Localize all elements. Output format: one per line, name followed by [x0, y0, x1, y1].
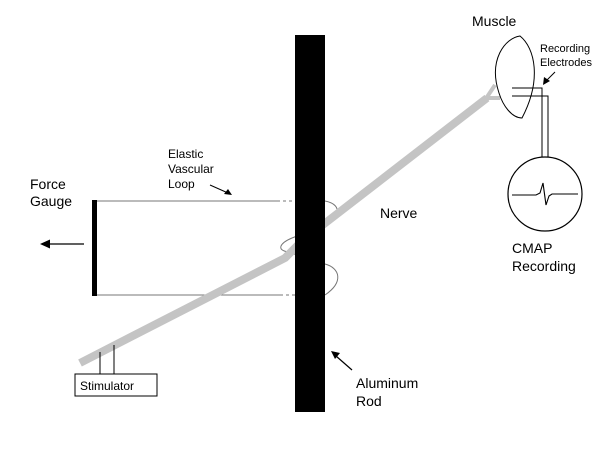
aluminum-rod-label-line2: Rod: [356, 393, 382, 409]
loop-wrap-lower: [324, 263, 339, 296]
aluminum-rod-pointer-head: [331, 351, 340, 359]
nerve-branch-upper: [483, 83, 497, 102]
aluminum-rod-label-line1: Aluminum: [356, 375, 418, 391]
recording-electrodes-pointer-head: [543, 77, 550, 85]
aluminum-rod-pointer: [335, 355, 353, 371]
cmap-trace: [512, 182, 578, 206]
elastic-loop-label-line3: Loop: [168, 177, 195, 191]
recording-electrodes-label-line2: Electrodes: [540, 57, 592, 69]
elastic-loop-pointer: [209, 184, 229, 194]
elastic-loop-pointer-head: [224, 189, 232, 195]
force-gauge-label-line2: Gauge: [30, 193, 72, 209]
stimulator-label: Stimulator: [80, 379, 134, 393]
aluminum-rod: [295, 35, 325, 412]
recording-electrodes-label-line1: Recording: [540, 43, 590, 55]
muscle: [494, 35, 535, 119]
muscle-label: Muscle: [472, 13, 517, 29]
force-arrow-head: [40, 239, 50, 249]
elastic-loop-label-line2: Vascular: [168, 162, 214, 176]
elastic-loop-label-line1: Elastic: [168, 147, 203, 161]
cmap-label-line1: CMAP: [512, 240, 552, 256]
nerve-label: Nerve: [380, 205, 418, 221]
recording-electrode-wire-1: [512, 87, 543, 160]
nerve: [78, 94, 490, 367]
stimulator-box: [74, 373, 158, 397]
force-gauge-label-line1: Force: [30, 176, 66, 192]
force-gauge-bar: [92, 200, 97, 296]
recording-electrodes-pointer: [546, 71, 556, 81]
cmap-label-line2: Recording: [512, 258, 576, 274]
recording-electrode-wire-2: [512, 95, 549, 160]
